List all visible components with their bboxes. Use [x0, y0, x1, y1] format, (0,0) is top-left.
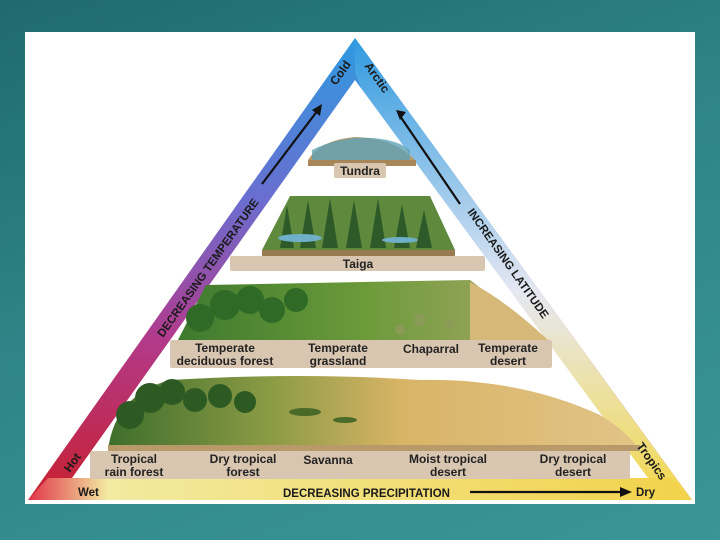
label-tropical-rain-forest-line1: Tropical — [110, 452, 157, 466]
label-chaparral: Chaparral — [402, 342, 460, 356]
label-dry-tropical-desert-line2: desert — [554, 465, 592, 479]
temperate-scene — [178, 280, 548, 340]
bottom-wet-label: Wet — [78, 487, 99, 499]
taiga-scene — [262, 196, 455, 256]
label-box-taiga — [230, 256, 485, 271]
label-dry-tropical-desert: Dry tropical desert — [528, 453, 618, 479]
label-taiga: Taiga — [342, 257, 374, 271]
label-dry-tropical-forest-line2: forest — [226, 465, 260, 479]
label-dry-tropical-forest-line1: Dry tropical — [209, 452, 277, 466]
label-box-tropical — [90, 451, 630, 479]
label-temperate-deciduous-line1: Temperate — [195, 341, 255, 355]
label-temperate-grassland-line1: Temperate — [308, 341, 368, 355]
label-moist-tropical-desert-line1: Moist tropical — [408, 452, 487, 466]
label-temperate-desert: Temperate desert — [472, 342, 544, 368]
label-box-temperate — [170, 340, 552, 368]
bottom-dry-label: Dry — [636, 487, 656, 499]
label-temperate-desert-line1: Temperate — [478, 341, 538, 355]
arrow-heads — [312, 104, 632, 497]
tropical-scene — [108, 376, 640, 451]
frame-right-band — [355, 38, 692, 500]
label-dry-tropical-desert-line1: Dry tropical — [539, 452, 607, 466]
label-savanna: Savanna — [303, 453, 353, 467]
label-tropical-rain-forest: Tropical rain forest — [98, 453, 170, 479]
label-moist-tropical-desert-line2: desert — [429, 465, 467, 479]
bottom-edge-label: DECREASING PRECIPITATION — [283, 488, 450, 500]
label-temperate-grassland: Temperate grassland — [302, 342, 374, 368]
label-moist-tropical-desert: Moist tropical desert — [398, 453, 498, 479]
arrow-lines — [261, 109, 624, 494]
label-tundra: Tundra — [340, 164, 380, 178]
label-tropical-rain-forest-line2: rain forest — [104, 465, 164, 479]
frame-bottom-band — [28, 478, 692, 500]
label-box-tundra — [334, 163, 386, 178]
label-dry-tropical-forest: Dry tropical forest — [200, 453, 286, 479]
label-temperate-grassland-line2: grassland — [309, 354, 367, 368]
label-temperate-deciduous: Temperate deciduous forest — [170, 342, 280, 368]
label-temperate-deciduous-line2: deciduous forest — [176, 354, 274, 368]
label-temperate-desert-line2: desert — [489, 354, 527, 368]
